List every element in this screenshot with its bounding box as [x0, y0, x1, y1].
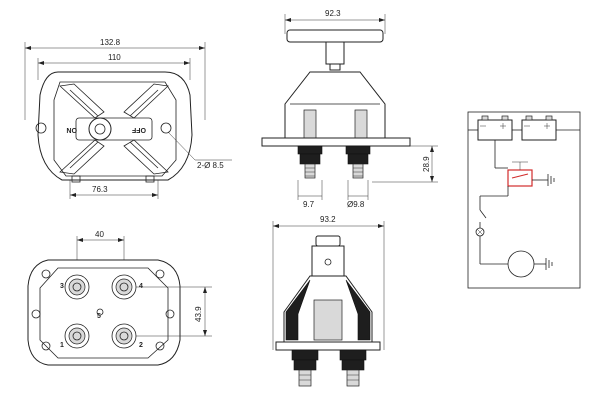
lower-terminal-left: [291, 349, 319, 361]
front-base-plate: [37, 71, 193, 181]
side-housing: [284, 71, 386, 139]
terminal-label-2: 2: [139, 342, 143, 349]
front-view: 132.8 110 ON OFF: [24, 38, 232, 199]
dim-overall-width: 132.8: [100, 38, 121, 47]
wiring-diagram: [467, 111, 581, 289]
front-knob: [88, 117, 112, 141]
bottom-terminal-1: [64, 323, 90, 349]
terminal-label-4: 4: [139, 283, 143, 290]
dim-side-height: 28.9: [422, 156, 431, 172]
bottom-terminal-3: [64, 274, 90, 300]
dim-inner-width: 110: [108, 53, 121, 62]
lower-side-view: 93.2: [272, 215, 385, 387]
dim-terminal-diameter: Ø9.8: [347, 200, 365, 209]
bottom-view: 40 3 4: [27, 230, 212, 366]
side-rib-right: [354, 109, 368, 141]
battery-2: [521, 119, 557, 141]
lower-terminal-right: [339, 349, 367, 361]
switch-symbol: [507, 169, 533, 187]
off-label: OFF: [131, 126, 146, 133]
side-handle: [286, 29, 384, 43]
terminal-label-1: 1: [60, 342, 64, 349]
front-ribs: [59, 83, 169, 175]
terminal-label-3: 3: [60, 283, 64, 290]
side-terminal-nut-left: [297, 145, 323, 155]
mount-hole-left: [35, 122, 47, 134]
front-knob-bar: [75, 117, 153, 141]
bottom-center-screw: [96, 308, 104, 316]
lower-knob-cap: [315, 235, 341, 247]
dim-terminal-offset: 9.7: [303, 200, 315, 209]
dim-lower-width: 93.2: [320, 215, 336, 224]
dim-handle-width: 92.3: [325, 9, 341, 18]
lower-flange: [275, 341, 381, 351]
side-rib-left: [303, 109, 317, 141]
wiring-frame: [467, 111, 581, 289]
motor-symbol: [507, 250, 535, 278]
on-label: ON: [67, 126, 78, 133]
front-housing: [53, 81, 177, 177]
side-terminal-nut-right: [345, 145, 371, 155]
bottom-terminal-2: [111, 323, 137, 349]
terminal-label-5: 5: [97, 313, 101, 320]
hole-note: 2-Ø 8.5: [197, 161, 224, 170]
side-handle-stem: [325, 41, 345, 65]
battery-1: [477, 119, 513, 141]
dim-bottom-height: 43.9: [194, 306, 203, 322]
dim-bottom-width: 76.3: [92, 185, 108, 194]
mount-hole-right: [160, 122, 172, 134]
dim-terminal-spacing: 40: [95, 230, 104, 239]
bottom-base-plate: [27, 259, 181, 366]
bottom-terminal-4: [111, 274, 137, 300]
lower-knob-stem: [311, 245, 345, 277]
side-view: 92.3 28.9 9.7: [261, 9, 438, 209]
side-flange: [261, 137, 411, 147]
